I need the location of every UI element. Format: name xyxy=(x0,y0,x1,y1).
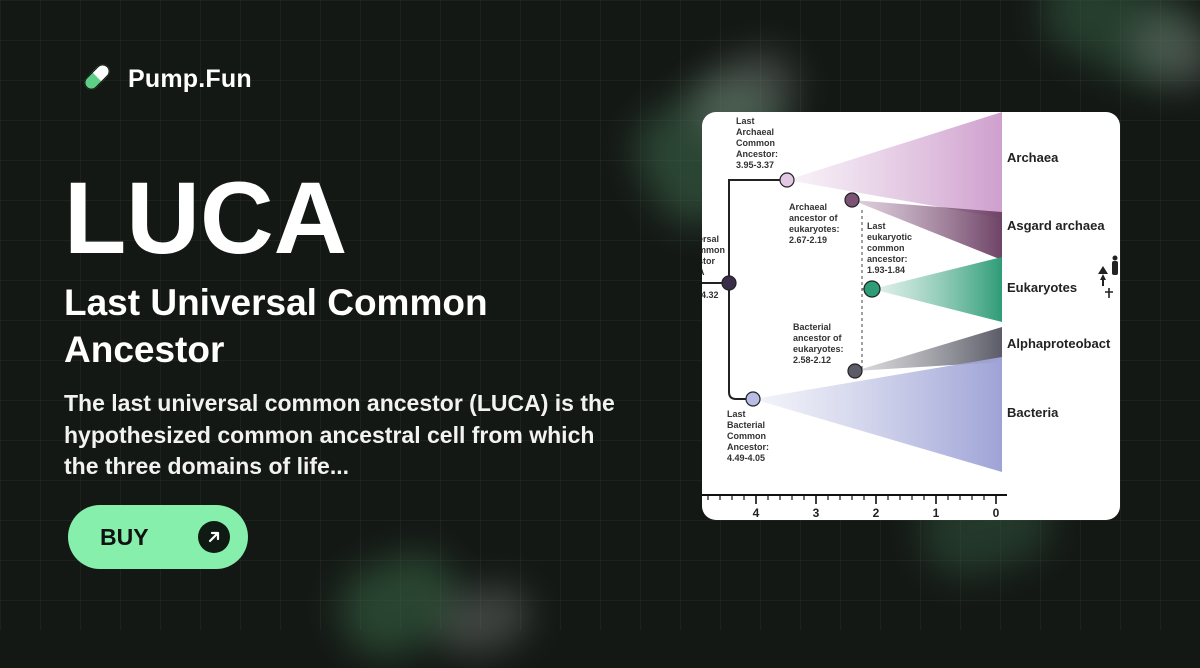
axis-major-ticks xyxy=(755,495,997,504)
buy-button-label: BUY xyxy=(100,523,149,550)
lineage-label-eukaryotes: Eukaryotes xyxy=(1007,280,1077,295)
buy-button[interactable]: BUY xyxy=(68,505,248,569)
token-name: Last Universal Common Ancestor xyxy=(64,282,488,370)
brand: Pump.Fun xyxy=(80,60,252,99)
node-label-luca-partial: ersal mmon stor A -4.32 xyxy=(702,234,728,300)
brand-name: Pump.Fun xyxy=(128,65,252,93)
lineage-label-asgard: Asgard archaea xyxy=(1007,218,1105,233)
node-label-last-eukaryotic-ancestor: Last eukaryotic common ancestor: 1.93-1.… xyxy=(867,221,915,275)
token-ticker: LUCA xyxy=(64,161,348,275)
node-label-last-bacterial-ancestor: Last Bacterial Common Ancestor: 4.49-4.0… xyxy=(727,409,772,463)
node-label-bacterial-ancestor-of-eukaryotes: Bacterial ancestor of eukaryotes: 2.58-2… xyxy=(793,322,846,365)
lineage-label-alphaproteobacteria: Alphaproteobact xyxy=(1007,336,1111,351)
token-image-card: Last Archaeal Common Ancestor: 3.95-3.37… xyxy=(702,112,1120,520)
node-label-last-archaeal-ancestor: Last Archaeal Common Ancestor: 3.95-3.37 xyxy=(736,116,781,170)
pill-icon xyxy=(80,60,114,99)
axis-tick-label: 4 xyxy=(753,506,760,520)
token-description: The last universal common ancestor (LUCA… xyxy=(64,390,615,480)
arrow-up-right-icon xyxy=(198,521,230,553)
eukaryote-silhouette-icon xyxy=(1098,255,1118,298)
lineage-label-archaea: Archaea xyxy=(1007,150,1059,165)
axis-tick-label: 0 xyxy=(993,506,1000,520)
axis-tick-label: 3 xyxy=(813,506,820,520)
phylogenetic-tree-image: Last Archaeal Common Ancestor: 3.95-3.37… xyxy=(702,112,1118,520)
axis-tick-label: 1 xyxy=(933,506,940,520)
node-label-archaeal-ancestor-of-eukaryotes: Archaeal ancestor of eukaryotes: 2.67-2.… xyxy=(789,202,842,245)
axis-tick-label: 2 xyxy=(873,506,880,520)
lineage-label-bacteria: Bacteria xyxy=(1007,405,1059,420)
axis-minor-ticks xyxy=(707,495,985,500)
